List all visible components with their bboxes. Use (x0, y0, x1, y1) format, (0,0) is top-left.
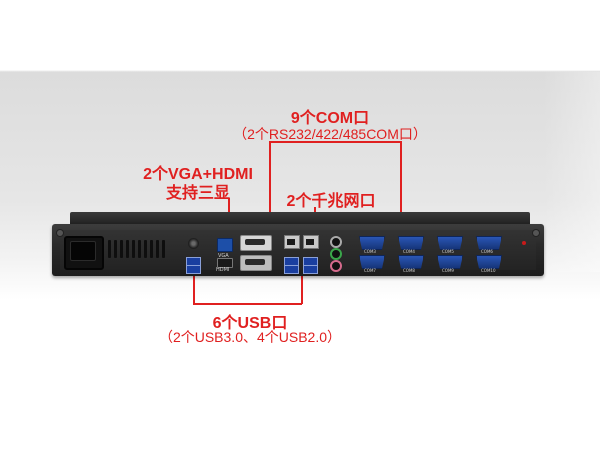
vent-slot-icon (162, 240, 165, 258)
audio-line-in-icon (330, 236, 342, 248)
usb-bracket-right (301, 273, 303, 304)
com-port-label: COM4 (403, 249, 415, 254)
vga-port-icon (217, 238, 233, 252)
com-port-icon (437, 236, 463, 250)
vent-slot-icon (120, 240, 123, 258)
com-port-label: COM3 (364, 249, 376, 254)
usb-bracket-bottom (193, 303, 302, 305)
audio-mic-icon (330, 260, 342, 272)
vent-slot-icon (156, 240, 159, 258)
com-port-icon (398, 255, 424, 269)
com-callout-detail: （2个RS232/422/485COM口） (233, 126, 427, 142)
usb3-port-icon (186, 265, 201, 274)
vent-slot-icon (150, 240, 153, 258)
vga-port-2-icon (240, 255, 272, 271)
rack-screw-icon (532, 229, 540, 237)
usb-callout-detail: （2个USB3.0、4个USB2.0） (158, 329, 342, 345)
vent-slot-icon (108, 240, 111, 258)
audio-line-out-icon (330, 248, 342, 260)
com-port-icon (359, 255, 385, 269)
com-port-label: COM10 (481, 268, 496, 273)
power-inlet-icon (70, 241, 96, 261)
lan-port-icon (303, 235, 319, 249)
hdmi-label: HDMI (216, 267, 230, 273)
com-port-icon (476, 236, 502, 250)
com-port-icon (359, 236, 385, 250)
hdmi-port-icon (217, 258, 233, 268)
com-port-label: COM9 (442, 268, 454, 273)
com-port-icon (398, 236, 424, 250)
power-indicator-icon (522, 241, 526, 245)
vga-label: VGA (218, 253, 229, 259)
usb2-port-icon (284, 265, 299, 274)
usb-bracket-left (193, 273, 195, 304)
com-port-label: COM8 (403, 268, 415, 273)
usb2-port-icon (303, 265, 318, 274)
lan-port-icon (284, 235, 300, 249)
vent-slot-icon (138, 240, 141, 258)
com-port-label: COM5 (442, 249, 454, 254)
vent-slot-icon (144, 240, 147, 258)
com-callout-title: 9个COM口 (290, 110, 370, 127)
com-port-icon (437, 255, 463, 269)
com-port-1-icon (240, 235, 272, 251)
background-gradient (543, 72, 600, 272)
vent-slot-icon (132, 240, 135, 258)
ps2-port-icon (188, 238, 199, 249)
com-port-icon (476, 255, 502, 269)
usb-callout-title: 6个USB口 (212, 315, 288, 332)
vent-slot-icon (126, 240, 129, 258)
display-callout-line1: 2个VGA+HDMI (143, 166, 253, 183)
com-bracket-right (400, 141, 402, 232)
com-bracket-top (269, 141, 401, 143)
com-port-label: COM6 (481, 249, 493, 254)
com-port-label: COM7 (364, 268, 376, 273)
rack-screw-icon (56, 229, 64, 237)
vent-slot-icon (114, 240, 117, 258)
chassis-top-cover (70, 212, 530, 226)
com-bracket-left (269, 141, 271, 234)
display-callout-line2: 支持三显 (165, 185, 230, 202)
lan-callout-title: 2个千兆网口 (286, 193, 376, 210)
